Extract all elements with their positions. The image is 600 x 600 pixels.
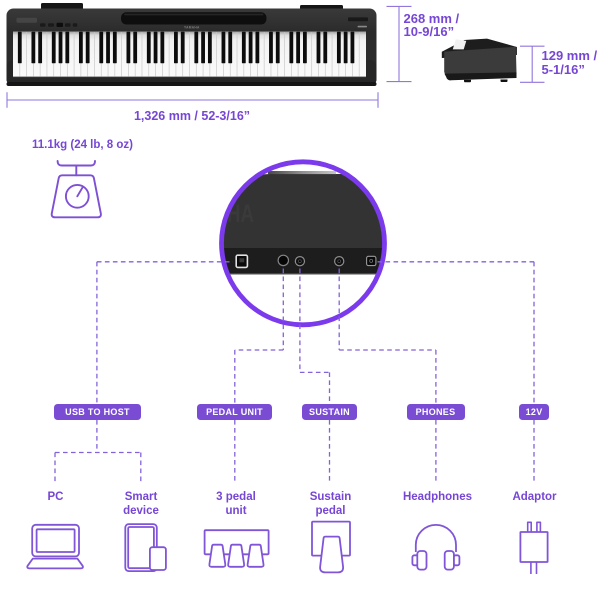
svg-text:YAMAHA: YAMAHA [184,26,200,30]
